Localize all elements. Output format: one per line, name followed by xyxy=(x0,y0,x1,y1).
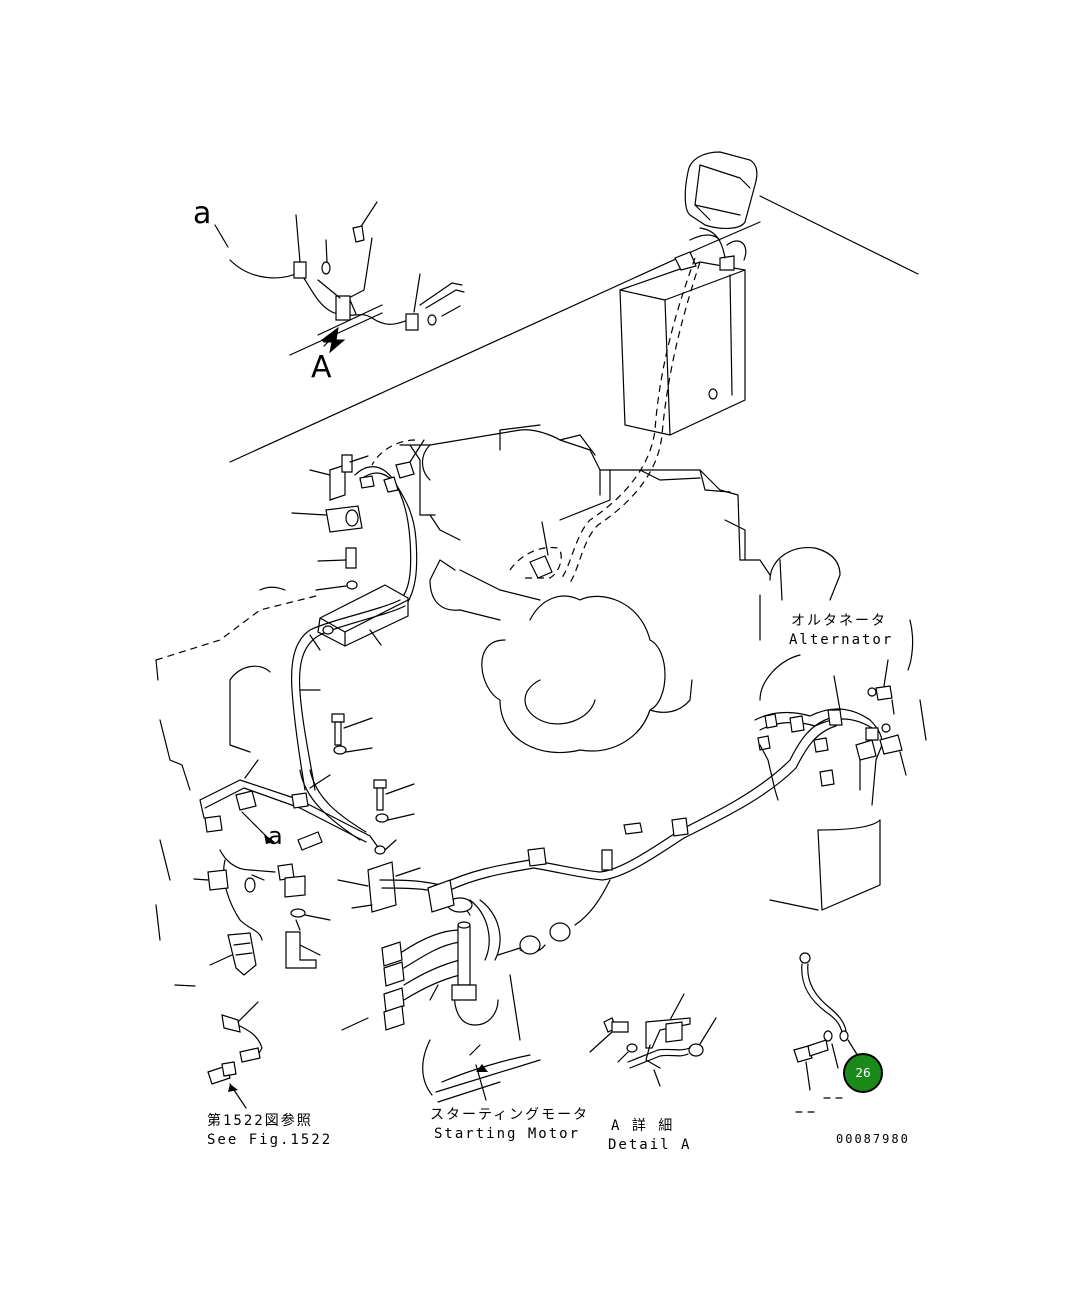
starting-motor-label-en: Starting Motor xyxy=(434,1126,581,1142)
bolts-washers xyxy=(331,713,415,823)
see-fig-label-jp: 第1522図参照 xyxy=(207,1113,313,1129)
top-subassembly xyxy=(214,201,465,354)
drawing-number: 00087980 xyxy=(836,1132,910,1146)
starting-motor-label-jp: スターティングモータ xyxy=(430,1107,590,1123)
alternator-label-jp: オルタネータ xyxy=(791,613,887,629)
label-a-mid: a xyxy=(268,822,283,850)
alternator-label-en: Alternator xyxy=(789,632,894,648)
part-callout-26[interactable]: 26 xyxy=(843,1053,883,1093)
dashed-cable xyxy=(509,257,701,586)
alternator-area xyxy=(754,547,927,911)
center-bracket xyxy=(337,839,421,913)
left-frame-fragments xyxy=(155,586,321,987)
battery-box xyxy=(619,151,758,436)
see-fig-label-en: See Fig.1522 xyxy=(207,1132,333,1148)
label-a-top: a xyxy=(193,196,212,231)
main-harness xyxy=(290,584,409,841)
label-view-a: A xyxy=(311,350,332,385)
part-26-group xyxy=(793,952,859,1113)
right-harness xyxy=(379,717,837,942)
detail-a-parts xyxy=(589,993,717,1087)
detail-a-label-en: Detail A xyxy=(608,1137,692,1153)
lower-left-branch xyxy=(193,759,381,976)
engine-block xyxy=(371,424,771,754)
frame-lines xyxy=(229,195,919,463)
detail-a-label-jp: A 詳 細 xyxy=(611,1118,675,1134)
starting-motor-area xyxy=(341,899,546,1103)
relay-cluster xyxy=(291,439,425,606)
fig-1522-parts xyxy=(207,1001,263,1109)
part-callout-number: 26 xyxy=(855,1066,871,1080)
